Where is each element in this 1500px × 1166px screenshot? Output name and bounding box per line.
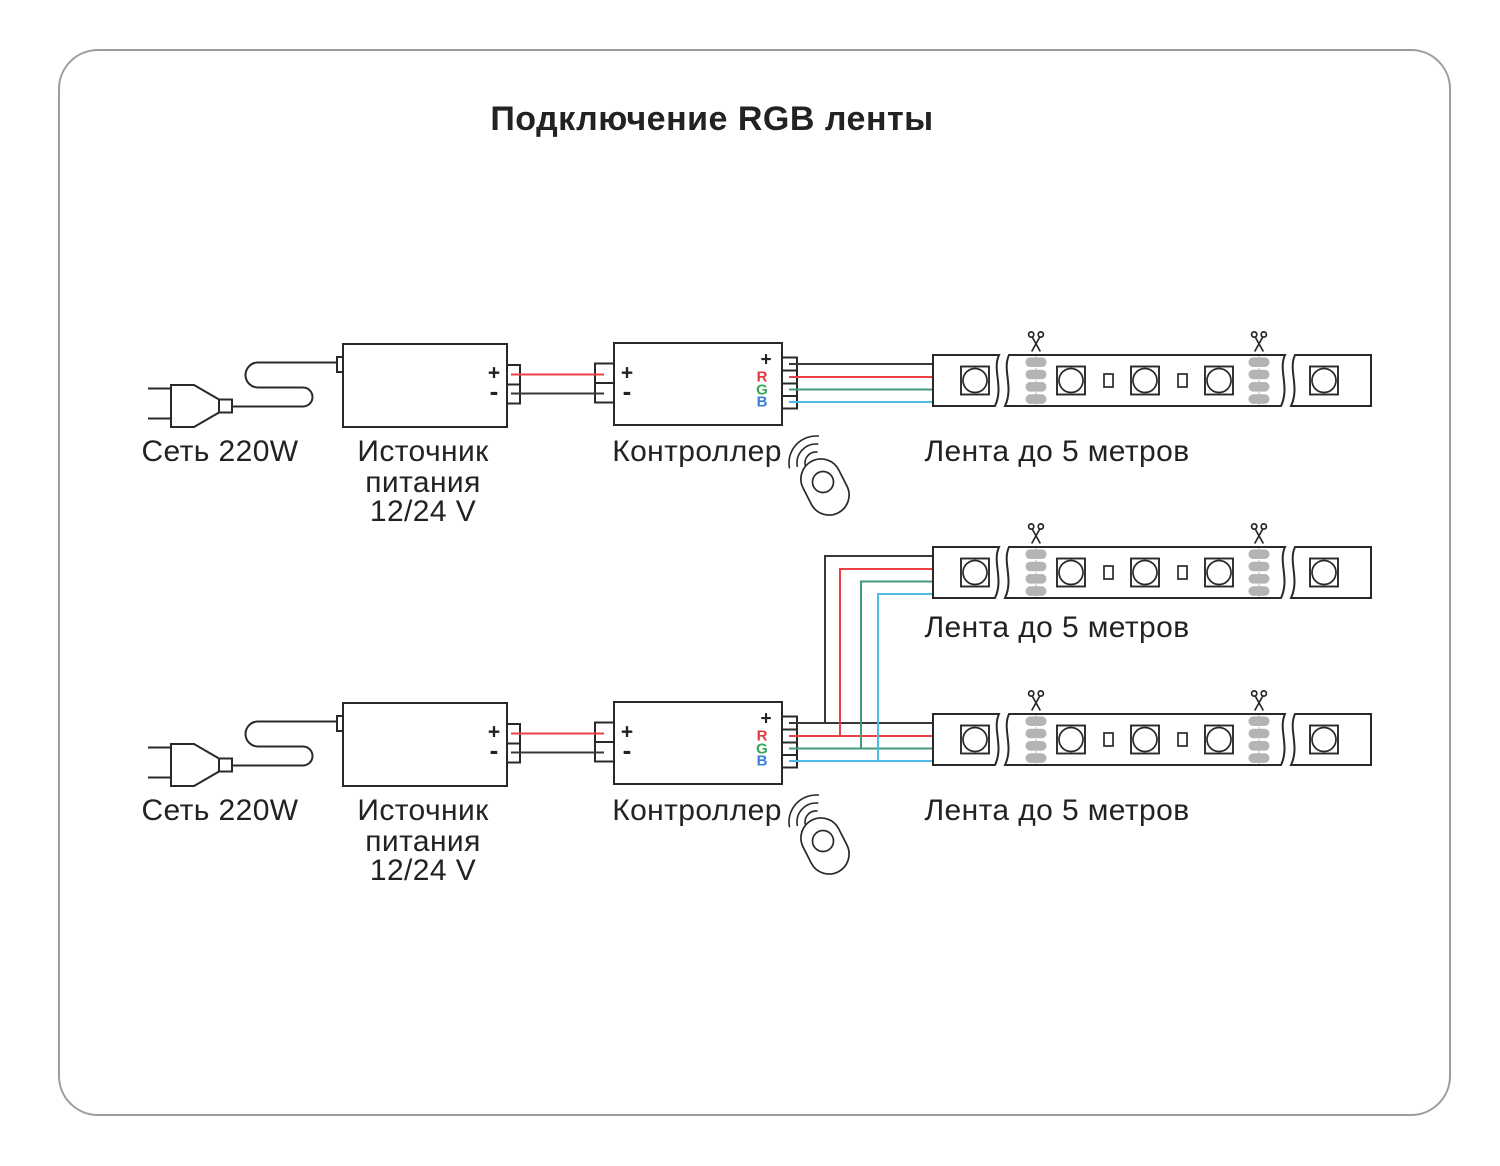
controller-out-plus: + [760, 349, 772, 371]
psu-label-line3: 12/24 V [369, 495, 477, 528]
controller-in-minus: - [622, 735, 632, 765]
section-2-wires [789, 555, 933, 762]
psu-label-line2: питания [365, 466, 481, 499]
mains-label: Сеть 220W [141, 794, 299, 827]
psu-label-line1: Источник [357, 794, 489, 827]
controller-in-plus: + [620, 361, 634, 385]
page-title: Подключение RGB ленты [490, 100, 934, 138]
led-strip-2 [933, 524, 1371, 598]
psu-plus-terminal: + [487, 720, 501, 744]
strip-label: Лента до 5 метров [924, 611, 1190, 644]
psu-minus-terminal: - [489, 376, 499, 406]
psu-label-line1: Источник [357, 435, 489, 468]
controller-out-r: R [756, 727, 768, 745]
psu-label-line3: 12/24 V [369, 854, 477, 887]
controller-out-b: B [756, 752, 768, 770]
controller-in-plus: + [620, 720, 634, 744]
controller-out-r: R [756, 368, 768, 386]
controller-label: Контроллер [612, 794, 782, 827]
section-1-power-chain [147, 342, 857, 523]
controller-out-g: G [756, 381, 768, 398]
strip-label: Лента до 5 метров [924, 794, 1190, 827]
controller-in-minus: - [622, 376, 632, 406]
strip-label: Лента до 5 метров [924, 435, 1190, 468]
led-strip-3 [933, 691, 1371, 765]
section-1-wires [789, 363, 933, 403]
psu-minus-terminal: - [489, 735, 499, 765]
controller-out-plus: + [760, 708, 772, 730]
psu-label-line2: питания [365, 825, 481, 858]
page-border [58, 49, 1451, 1116]
section-2-power-chain [147, 701, 857, 882]
controller-out-b: B [756, 393, 768, 411]
mains-label: Сеть 220W [141, 435, 299, 468]
led-strip-1 [933, 332, 1371, 406]
controller-out-g: G [756, 740, 768, 757]
psu-plus-terminal: + [487, 361, 501, 385]
controller-label: Контроллер [612, 435, 782, 468]
